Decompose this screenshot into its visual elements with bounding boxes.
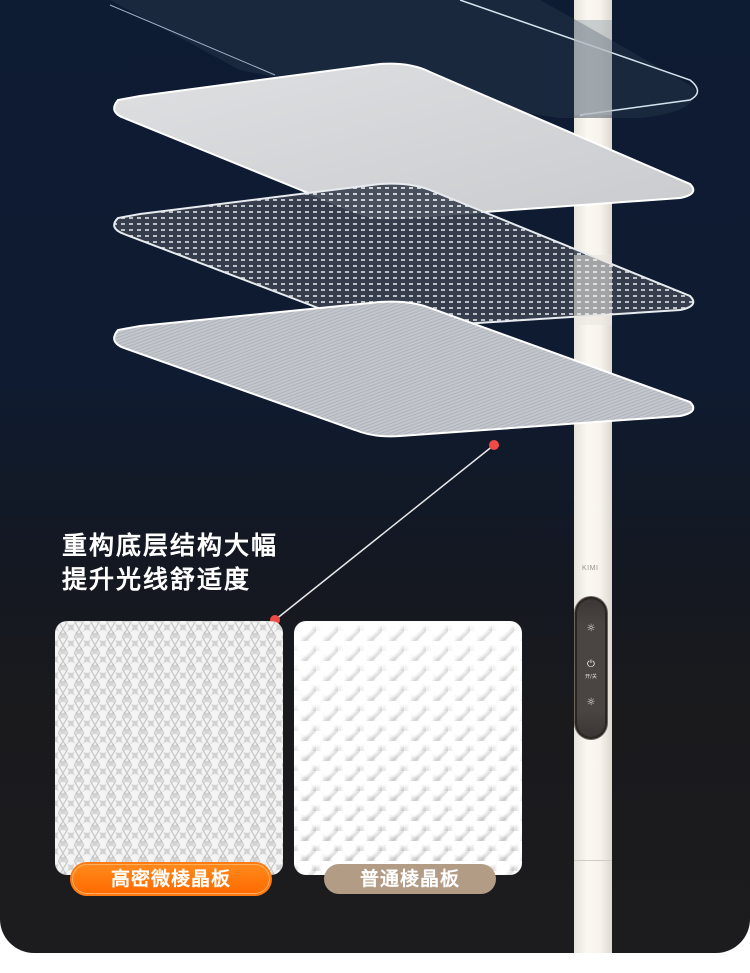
headline-line-2: 提升光线舒适度: [62, 565, 252, 594]
lamp-control-panel: ☼ ⏻ 开/关 ☼: [575, 597, 607, 739]
callout-line: [274, 444, 495, 621]
hex-pattern: [55, 621, 283, 875]
standard-prism-sample: [294, 621, 522, 875]
bottom-prism-layer: [113, 300, 695, 438]
label-standard-prism: 普通棱晶板: [324, 864, 496, 894]
feature-headline: 重构底层结构大幅 提升光线舒适度: [62, 529, 278, 597]
label-high-density-prism: 高密微棱晶板: [72, 864, 270, 894]
brightness-down-icon[interactable]: ☼: [586, 697, 596, 708]
brand-mark: KIMI: [582, 565, 599, 572]
callout-dot-top: [489, 440, 499, 450]
exploded-panel-layers: [109, 0, 699, 438]
callout-dot-bottom: [270, 615, 280, 625]
pole-seam: [574, 860, 612, 861]
diffuser-layer: [113, 62, 695, 220]
pyramid-pattern: [294, 621, 522, 875]
power-label: 开/关: [585, 674, 597, 680]
high-density-prism-sample: [55, 621, 283, 875]
brightness-up-icon[interactable]: ☼: [586, 623, 596, 634]
micro-prism-mesh-layer: [113, 182, 695, 330]
product-feature-card: KIMI ☼ ⏻ 开/关 ☼: [0, 0, 750, 953]
power-icon[interactable]: ⏻: [587, 659, 595, 670]
top-glass-layer: [109, 0, 699, 118]
headline-line-1: 重构底层结构大幅: [62, 531, 279, 560]
